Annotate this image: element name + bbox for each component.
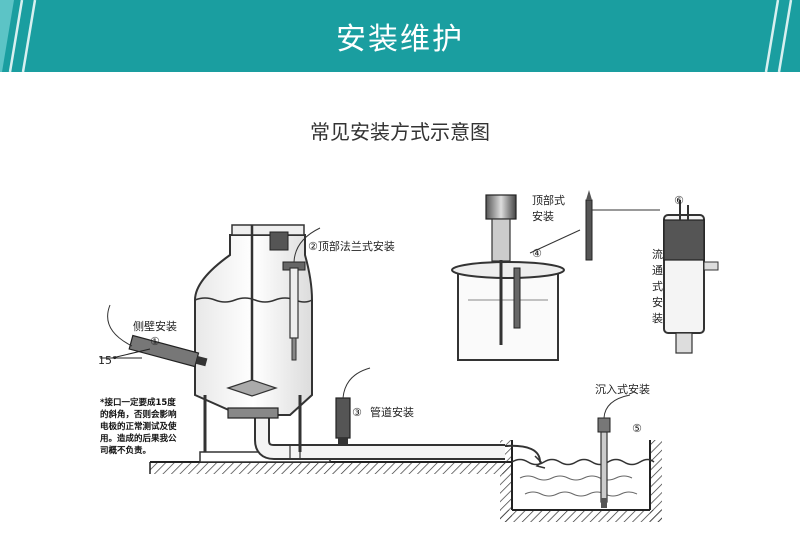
flow-char-2: 通 bbox=[652, 264, 663, 277]
flow-char-1: 流 bbox=[652, 247, 663, 261]
immersion-basin bbox=[500, 440, 662, 522]
pipe-number: ③ bbox=[352, 406, 362, 419]
note-line-3: 电极的正常测试及使 bbox=[100, 421, 177, 432]
note-line-1: *接口一定要成15度 bbox=[100, 397, 176, 408]
top-mount-number: ④ bbox=[532, 247, 542, 260]
top-mount-label-line1: 顶部式 bbox=[532, 193, 565, 207]
flow-char-5: 装 bbox=[652, 312, 663, 325]
note-line-5: 司概不负责。 bbox=[100, 445, 151, 456]
diagram-subtitle: 常见安装方式示意图 bbox=[310, 120, 490, 144]
header-banner: 安装维护 bbox=[0, 0, 800, 72]
note-line-4: 用。造成的后果我公 bbox=[99, 433, 177, 444]
angle-incline-line bbox=[111, 348, 151, 359]
page-title: 安装维护 bbox=[336, 22, 464, 57]
flow-number: ⑥ bbox=[674, 194, 684, 207]
flow-char-3: 式 bbox=[652, 280, 663, 293]
pipe-sensor bbox=[335, 367, 371, 446]
top-mount-vessel bbox=[451, 194, 581, 361]
banner-bg bbox=[0, 0, 800, 72]
angle-label: 15° bbox=[98, 354, 118, 367]
top-mount-label-line2: 安装 bbox=[532, 209, 554, 223]
note-line-2: 的斜角，否则会影响 bbox=[100, 409, 177, 420]
pipe-label: 管道安装 bbox=[370, 405, 414, 419]
top-flange-label: ②顶部法兰式安装 bbox=[308, 239, 395, 253]
flow-cell bbox=[663, 200, 719, 354]
immersion-number: ⑤ bbox=[632, 422, 642, 435]
flow-char-4: 安 bbox=[652, 295, 663, 309]
standalone-probe bbox=[585, 190, 660, 261]
reaction-tank bbox=[107, 224, 321, 452]
side-wall-label: 侧壁安装 bbox=[133, 319, 177, 333]
side-wall-number: ① bbox=[150, 335, 160, 348]
immersion-label: 沉入式安装 bbox=[595, 382, 650, 396]
immersion-sensor bbox=[597, 394, 631, 508]
